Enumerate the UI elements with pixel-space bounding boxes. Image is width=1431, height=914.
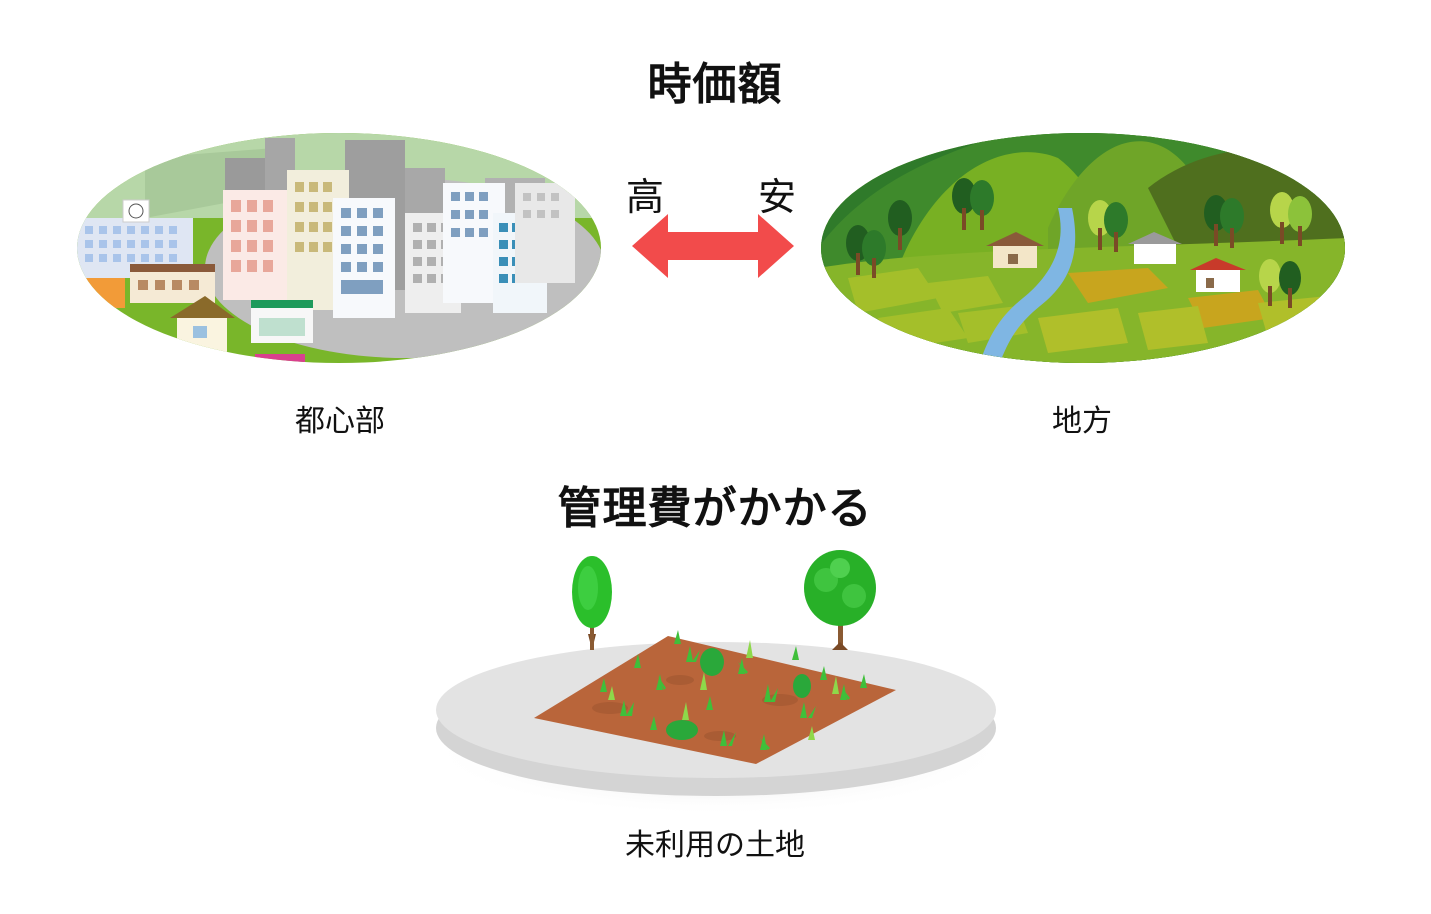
vacant-lot-caption: 未利用の土地 [625, 828, 805, 863]
double-arrow-icon [628, 206, 798, 286]
city-illustration [77, 133, 601, 363]
rural-caption: 地方 [1052, 404, 1112, 439]
high-label: 高 [626, 175, 665, 219]
urban-caption: 都心部 [295, 404, 385, 439]
countryside-illustration [821, 133, 1345, 363]
urban-illustration [75, 128, 605, 368]
cost-title: 管理費がかかる [557, 483, 873, 534]
price-title: 時価額 [647, 59, 783, 110]
rural-illustration [818, 128, 1348, 368]
vacant-lot-illustration [420, 540, 1010, 820]
low-label: 安 [758, 175, 797, 219]
